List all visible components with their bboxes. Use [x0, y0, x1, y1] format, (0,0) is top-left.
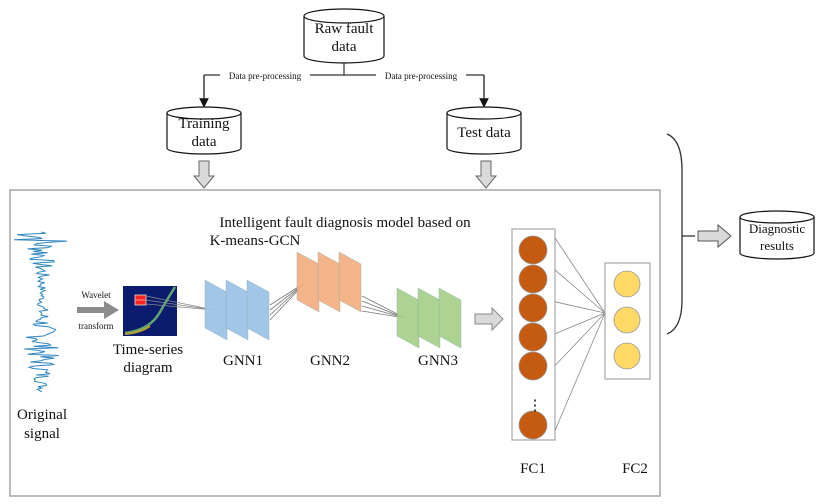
fc1-neuron: [518, 351, 548, 381]
fc-connector: [554, 312, 606, 431]
layer-plane: [246, 279, 270, 341]
gnn2-label: GNN2: [310, 353, 350, 369]
layer-plane: [338, 251, 362, 313]
fc-connector: [554, 301, 606, 314]
gnn1-layer-stack: [204, 279, 270, 341]
layer-plane: [225, 279, 249, 341]
training-data-cylinder: Training data: [166, 106, 242, 155]
layer-plane: [438, 287, 462, 349]
fc1-neuron: [518, 264, 548, 294]
fc1-nodes: [518, 235, 548, 440]
layer-plane: [417, 287, 441, 349]
fc1-ellipsis: ⋮: [528, 398, 543, 414]
fc-connector: [554, 312, 606, 335]
fc2-neuron: [613, 342, 641, 370]
layer-plane: [296, 251, 320, 313]
model-frame: [9, 189, 661, 497]
original-signal-label-2: signal: [24, 426, 60, 442]
gnn2-layer-stack: [296, 251, 362, 313]
fc-connector: [554, 269, 606, 314]
fc1-neuron: [518, 293, 548, 323]
preprocess-label-left: Data pre-processing: [229, 71, 302, 81]
training-data-label-2: data: [192, 134, 217, 150]
fc1-neuron: [518, 235, 548, 265]
results-arrow: [697, 223, 732, 249]
time-series-label-2: diagram: [123, 360, 172, 376]
results-label-1: Diagnostic: [749, 221, 806, 236]
wavelet-arrow: [77, 301, 119, 319]
results-label-2: results: [760, 238, 794, 253]
layer-plane: [396, 287, 420, 349]
fc2-neuron: [613, 270, 641, 298]
gnn1-label: GNN1: [223, 353, 263, 369]
original-signal-label-1: Original: [17, 407, 67, 423]
model-title-line2: K-means-GCN: [210, 233, 301, 249]
down-arrow-training: [192, 160, 216, 189]
signal-trace: [14, 231, 68, 393]
fc-connector: [554, 237, 606, 314]
fc2-label: FC2: [622, 461, 648, 477]
test-data-cylinder: Test data: [446, 106, 522, 155]
fc1-neuron: [518, 410, 548, 440]
gnn3-to-fc1-arrow: [474, 306, 504, 332]
time-series-image: [123, 286, 215, 336]
layer-plane: [317, 251, 341, 313]
fc1-neuron: [518, 322, 548, 352]
preprocessing-connectors: Data pre-processing Data pre-processing: [199, 63, 489, 108]
right-brace: [666, 133, 683, 335]
down-arrow-test: [474, 160, 498, 189]
diagnostic-results-cylinder: Diagnostic results: [739, 210, 815, 260]
fc1-fc2-connectors: [554, 237, 606, 431]
original-signal-waveform: [14, 231, 68, 393]
fc2-neuron: [613, 306, 641, 334]
wavelet-label: Wavelet: [81, 290, 111, 300]
test-data-label: Test data: [457, 125, 511, 141]
layer-plane: [204, 279, 228, 341]
time-series-label-1: Time-series: [113, 342, 183, 358]
preprocess-label-right: Data pre-processing: [385, 71, 458, 81]
gnn3-layer-stack: [396, 287, 462, 349]
training-data-label-1: Training: [178, 116, 230, 132]
gnn3-label: GNN3: [418, 353, 458, 369]
raw-data-label-2: data: [332, 39, 357, 55]
raw-data-label-1: Raw fault: [315, 21, 375, 37]
transform-label: transform: [79, 321, 114, 331]
raw-fault-data-cylinder: Raw fault data: [303, 8, 385, 64]
model-title: Intelligent fault diagnosis model based …: [219, 215, 471, 231]
fc1-label: FC1: [520, 461, 546, 477]
fc-connector: [554, 312, 606, 366]
fc2-nodes: [613, 270, 641, 370]
